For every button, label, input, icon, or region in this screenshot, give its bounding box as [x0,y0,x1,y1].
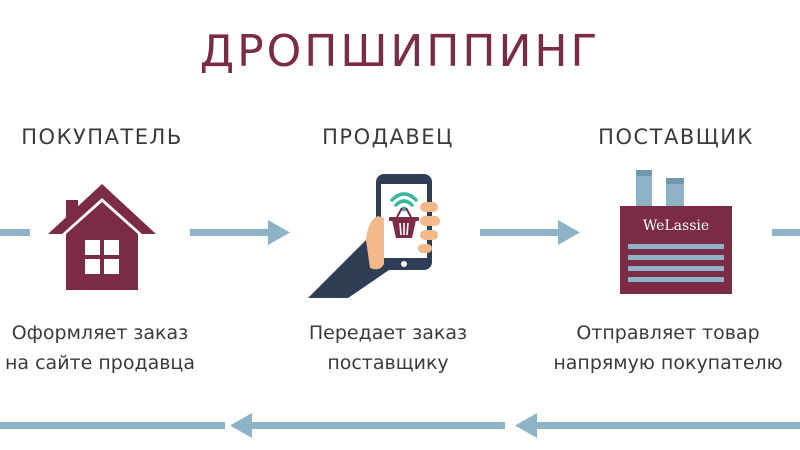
desc-supplier-line2: напрямую покупателю [553,352,783,374]
arrow-stub-left [0,229,30,236]
role-buyer: ПОКУПАТЕЛЬ [21,125,183,149]
desc-seller-line2: поставщику [327,352,449,374]
phone-with-cart-icon [308,174,440,298]
supplier-brand-label: WeLassie [643,218,709,234]
desc-buyer: Оформляет заказ на сайте продавца [0,318,230,378]
arrow-stub-right [772,229,800,236]
return-arrow-segment-right [515,413,800,438]
role-seller: ПРОДАВЕЦ [322,125,454,149]
arrow-buyer-to-seller [190,220,290,245]
diagram-title: ДРОПШИППИНГ [199,26,601,77]
role-supplier: ПОСТАВЩИК [598,125,754,149]
house-icon [48,184,156,290]
desc-supplier-line1: Отправляет товар [576,322,760,344]
desc-seller-line1: Передает заказ [308,322,468,344]
desc-buyer-line2: на сайте продавца [5,352,195,374]
return-arrow-segment-left [0,422,225,429]
factory-icon: WeLassie [620,170,732,294]
desc-seller: Передает заказ поставщику [258,318,518,378]
return-arrow-segment-middle [230,413,505,438]
arrow-seller-to-supplier [480,220,580,245]
desc-buyer-line1: Оформляет заказ [11,322,189,344]
desc-supplier: Отправляет товар напрямую покупателю [538,318,798,378]
